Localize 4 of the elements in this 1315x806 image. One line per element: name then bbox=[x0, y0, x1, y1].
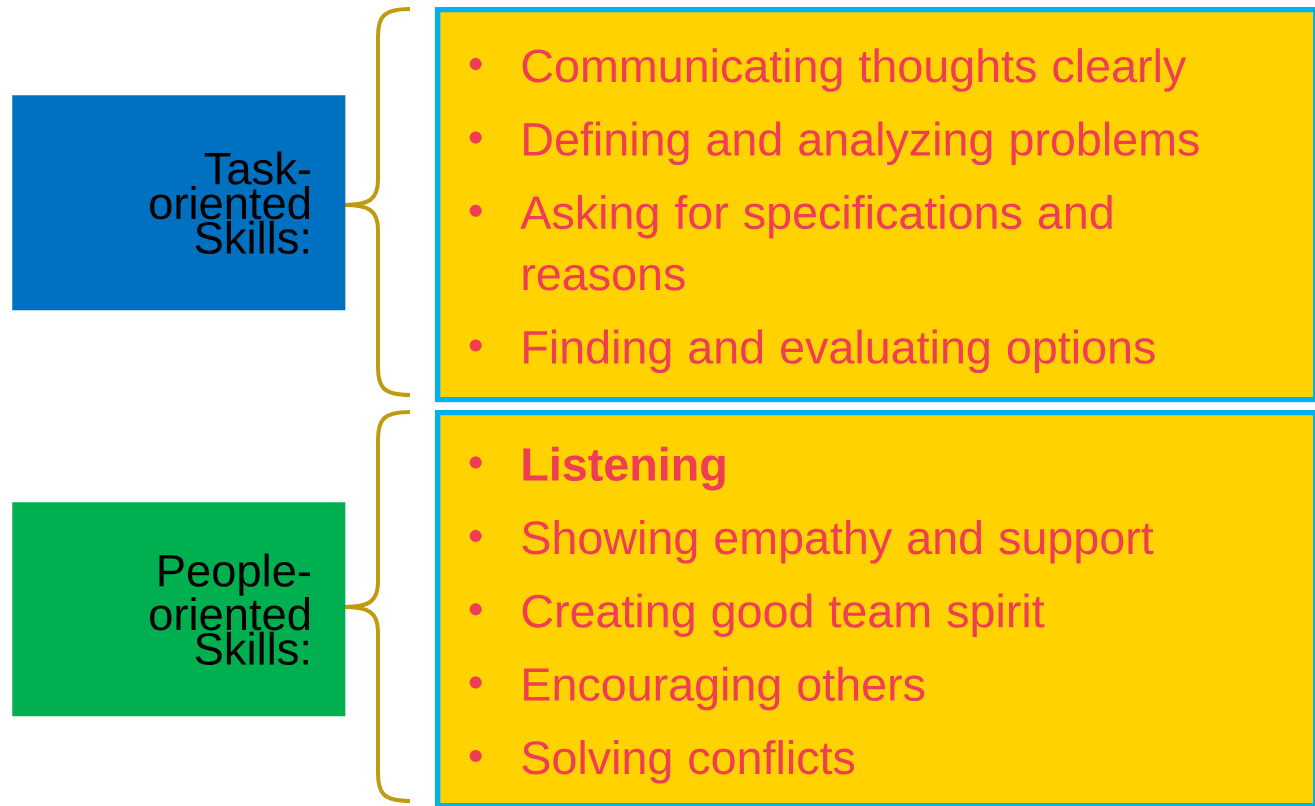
bullet-list-box: Communicating thoughts clearly Defining and analyzing problems Asking for specifications and reasons Finding and evaluating options bbox=[435, 7, 1315, 403]
skill-category-box: People-oriented Skills: bbox=[12, 502, 346, 717]
skill-category-box: Task-oriented Skills: bbox=[12, 95, 346, 311]
bullet-list-box: Listening Showing empathy and support Creating good team spirit Encouraging others Solving conflicts bbox=[435, 410, 1315, 806]
